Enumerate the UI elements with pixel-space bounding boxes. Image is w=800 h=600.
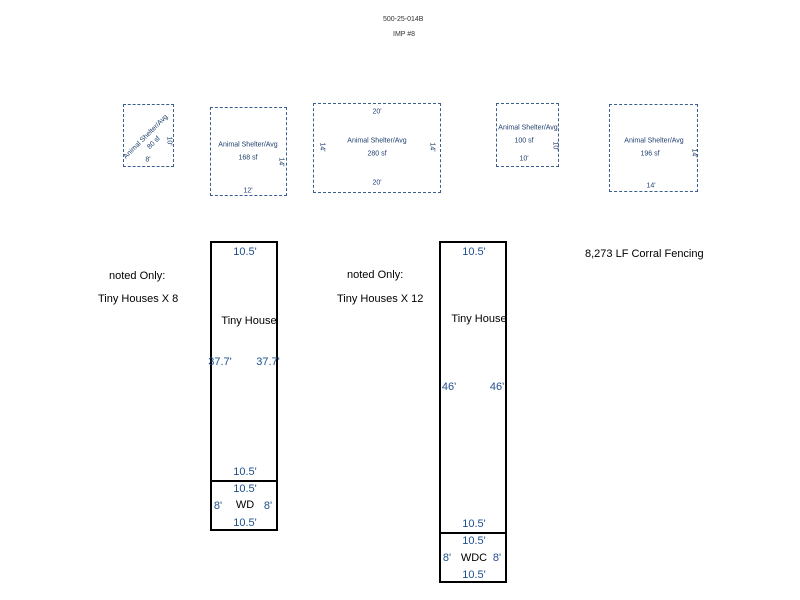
dim-right: 37.7' bbox=[256, 356, 280, 368]
shelter-label: Animal Shelter/Avg bbox=[347, 137, 407, 145]
shelter-area: 100 sf bbox=[514, 137, 534, 145]
shelter-width-top: 20' bbox=[372, 108, 382, 116]
dim-right: 46' bbox=[489, 381, 505, 393]
house-label: Tiny House bbox=[451, 313, 507, 325]
shelter-3: 20' Animal Shelter/Avg 280 sf 20' 14' 14… bbox=[313, 103, 441, 193]
annex-label: WDC bbox=[460, 552, 488, 564]
tiny-house-count-1: Tiny Houses X 8 bbox=[98, 293, 179, 305]
shelter-width: 10' bbox=[519, 155, 529, 163]
shelter-area: 196 sf bbox=[640, 150, 660, 158]
shelter-width: 12' bbox=[243, 187, 253, 195]
tiny-house-1: 10.5' Tiny House 37.7' 37.7' 10.5' bbox=[208, 241, 280, 482]
tiny-house-count-2: Tiny Houses X 12 bbox=[337, 293, 424, 305]
shelter-area: 168 sf bbox=[238, 154, 258, 162]
corral-fencing-note: 8,273 LF Corral Fencing bbox=[585, 248, 704, 260]
parcel-code: 500-25-014B bbox=[383, 16, 424, 23]
shelter-depth: 14' bbox=[277, 157, 285, 167]
shelter-4: Animal Shelter/Avg 100 sf 10' 10' bbox=[496, 103, 559, 167]
shelter-depth: 14' bbox=[428, 142, 436, 152]
shelter-width: 8' bbox=[145, 156, 151, 164]
dim-left: 8' bbox=[442, 552, 452, 564]
dim-bottom: 10.5' bbox=[233, 466, 257, 478]
dim-bottom: 10.5' bbox=[462, 518, 486, 530]
shelter-area: 280 sf bbox=[367, 150, 387, 158]
shelter-depth: 10' bbox=[165, 136, 173, 146]
shelter-label: Animal Shelter/Avg bbox=[624, 137, 684, 145]
shelter-width: 14' bbox=[646, 182, 656, 190]
dim-left: 37.7' bbox=[208, 356, 232, 368]
shelter-label: Animal Shelter/Avg bbox=[498, 124, 558, 132]
shelter-width: 20' bbox=[372, 179, 382, 187]
wdc-annex-2: 10.5' WDC 8' 8' 10.5' bbox=[439, 532, 507, 583]
shelter-1: Animal Shelter/Avg 80 sf 8' 10' bbox=[123, 104, 174, 167]
house-label: Tiny House bbox=[221, 315, 277, 327]
dim-top: 10.5' bbox=[233, 483, 257, 495]
shelter-label: Animal Shelter/Avg bbox=[122, 113, 170, 161]
shelter-2: Animal Shelter/Avg 168 sf 12' 14' bbox=[210, 107, 287, 196]
dim-right: 8' bbox=[492, 552, 502, 564]
dim-left: 8' bbox=[213, 500, 223, 512]
dim-top: 10.5' bbox=[233, 246, 257, 258]
dim-top: 10.5' bbox=[462, 535, 486, 547]
shelter-depth: 10' bbox=[551, 141, 559, 151]
dim-left: 46' bbox=[441, 381, 457, 393]
annex-label: WD bbox=[235, 499, 255, 511]
tiny-house-2: 10.5' Tiny House 46' 46' 10.5' bbox=[439, 241, 507, 534]
dim-top: 10.5' bbox=[462, 246, 486, 258]
note-label-2: noted Only: bbox=[347, 269, 404, 281]
dim-bottom: 10.5' bbox=[233, 517, 257, 529]
note-label-1: noted Only: bbox=[109, 270, 166, 282]
shelter-label: Animal Shelter/Avg bbox=[218, 141, 278, 149]
shelter-depth: 14' bbox=[690, 148, 698, 158]
shelter-5: Animal Shelter/Avg 196 sf 14' 14' bbox=[609, 104, 698, 192]
dim-right: 8' bbox=[263, 500, 273, 512]
wd-annex-1: 10.5' WD 8' 8' 10.5' bbox=[210, 480, 278, 531]
dim-bottom: 10.5' bbox=[462, 569, 486, 581]
shelter-depth-left: 14' bbox=[318, 142, 326, 152]
imp-number: IMP #8 bbox=[393, 31, 416, 38]
